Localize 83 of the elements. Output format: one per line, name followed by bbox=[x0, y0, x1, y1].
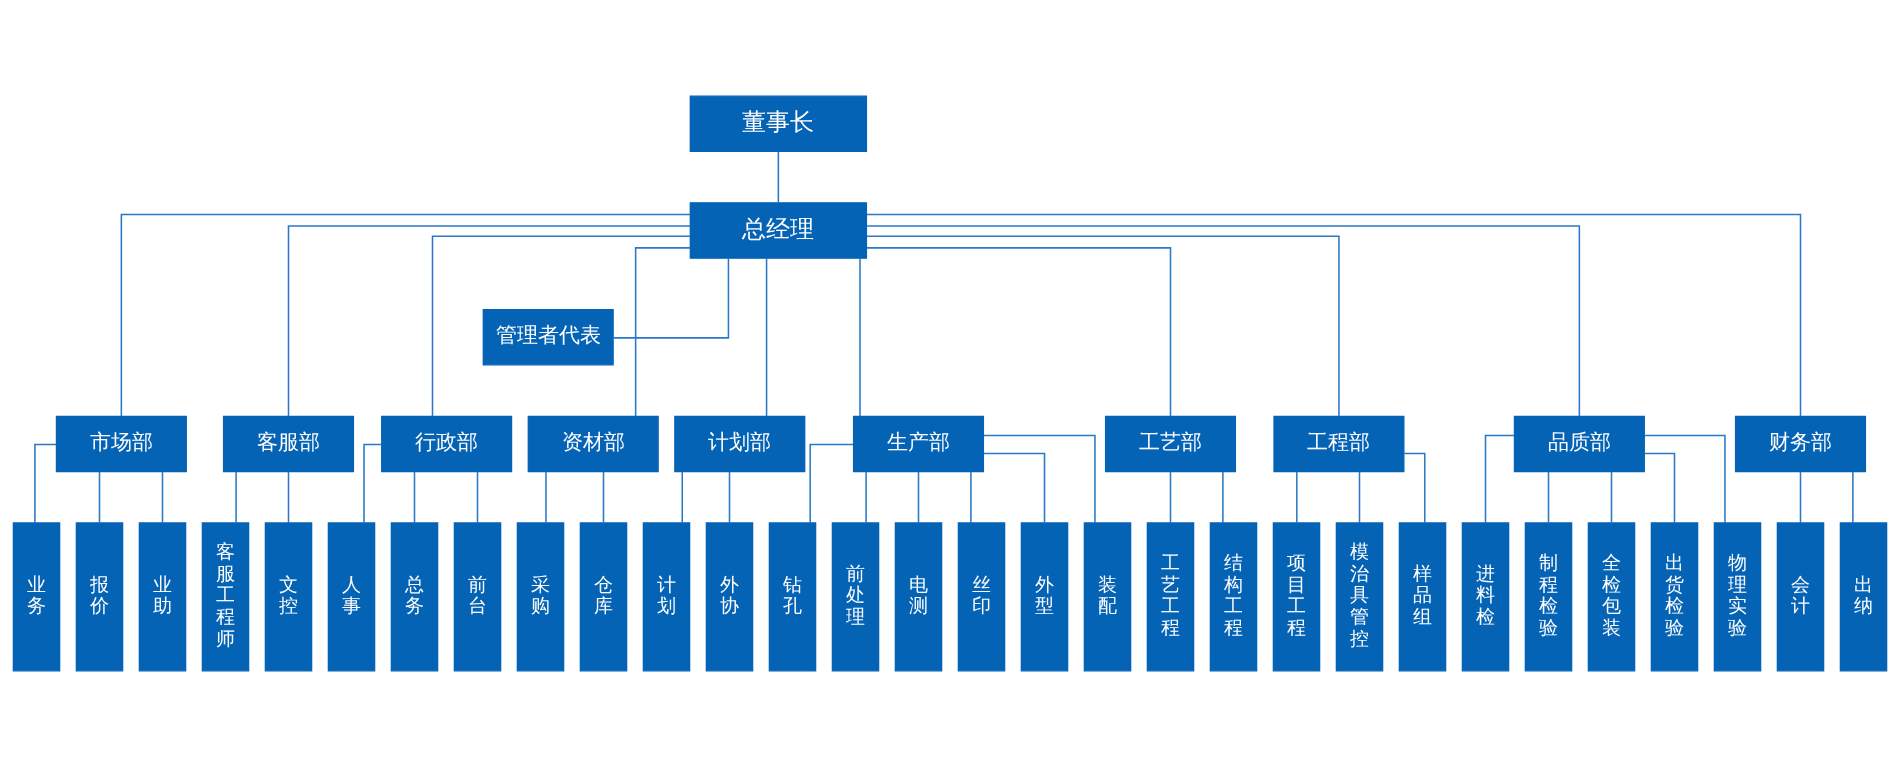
connector bbox=[120, 213, 691, 417]
node-box: 客服工程师 bbox=[201, 521, 250, 671]
node-box: 资材部 bbox=[527, 415, 659, 472]
node-box: 结构工程 bbox=[1209, 521, 1258, 671]
node-box: 计划 bbox=[642, 521, 691, 671]
connector bbox=[98, 470, 101, 524]
node-box: 钻孔 bbox=[768, 521, 817, 671]
node-box: 财务部 bbox=[1734, 415, 1867, 472]
connector bbox=[859, 257, 861, 417]
connector bbox=[287, 224, 691, 417]
node-box: 前台 bbox=[453, 521, 502, 671]
connector bbox=[476, 470, 479, 524]
connector bbox=[970, 470, 972, 524]
connector bbox=[777, 150, 780, 203]
node-box: 业务 bbox=[12, 521, 61, 671]
connector bbox=[161, 470, 164, 524]
connector bbox=[1484, 434, 1515, 524]
connector bbox=[1643, 452, 1676, 523]
connector bbox=[235, 470, 237, 524]
node-box: 报价 bbox=[75, 521, 124, 671]
node-box: 品质部 bbox=[1513, 415, 1645, 472]
node-box: 总经理 bbox=[689, 201, 868, 259]
connector bbox=[865, 235, 1340, 417]
connector bbox=[287, 470, 290, 524]
connector bbox=[917, 470, 920, 524]
connector bbox=[634, 246, 691, 417]
connector bbox=[363, 443, 383, 524]
node-box: 丝印 bbox=[957, 521, 1006, 671]
connector bbox=[681, 470, 683, 524]
node-box: 物理实验 bbox=[1713, 521, 1762, 671]
connector bbox=[982, 434, 1096, 524]
connector bbox=[612, 256, 730, 339]
connector bbox=[1852, 470, 1854, 524]
connector bbox=[1296, 470, 1298, 524]
node-box: 模治具管控 bbox=[1335, 521, 1384, 671]
node-box: 出纳 bbox=[1839, 521, 1888, 671]
connector bbox=[866, 224, 1581, 417]
connector bbox=[728, 470, 731, 524]
node-box: 客服部 bbox=[222, 415, 355, 472]
node-box: 外协 bbox=[705, 521, 754, 671]
node-box: 工艺工程 bbox=[1146, 521, 1195, 671]
node-box: 电测 bbox=[894, 521, 943, 671]
node-box: 出货检验 bbox=[1650, 521, 1699, 671]
node-box: 外型 bbox=[1020, 521, 1069, 671]
connector bbox=[1610, 470, 1613, 524]
connector bbox=[602, 470, 605, 524]
connector bbox=[1799, 470, 1802, 524]
connector bbox=[1358, 470, 1361, 524]
connector bbox=[866, 213, 1802, 417]
node-box: 业助 bbox=[138, 521, 187, 671]
node-box: 前处理 bbox=[831, 521, 880, 671]
node-box: 装配 bbox=[1083, 521, 1132, 671]
connector bbox=[865, 470, 867, 524]
node-box: 董事长 bbox=[689, 95, 868, 152]
node-box: 管理者代表 bbox=[482, 308, 614, 365]
connector bbox=[1643, 434, 1726, 524]
node-box: 样品组 bbox=[1398, 521, 1447, 671]
connector bbox=[765, 257, 768, 417]
connector bbox=[982, 452, 1046, 523]
node-box: 工艺部 bbox=[1104, 415, 1237, 472]
node-box: 仓库 bbox=[579, 521, 628, 671]
node-box: 全检包装 bbox=[1587, 521, 1636, 671]
node-box: 市场部 bbox=[55, 415, 187, 472]
connector bbox=[545, 470, 547, 524]
connector bbox=[1222, 470, 1224, 524]
node-box: 制程检验 bbox=[1524, 521, 1573, 671]
node-box: 会计 bbox=[1776, 521, 1825, 671]
node-box: 行政部 bbox=[381, 415, 513, 472]
node-box: 进料检 bbox=[1461, 521, 1510, 671]
connector bbox=[1169, 470, 1172, 524]
connector bbox=[1547, 470, 1550, 524]
node-box: 计划部 bbox=[674, 415, 806, 472]
node-box: 人事 bbox=[327, 521, 376, 671]
connector bbox=[866, 246, 1172, 417]
node-box: 工程部 bbox=[1273, 415, 1405, 472]
node-box: 项目工程 bbox=[1272, 521, 1321, 671]
node-box: 采购 bbox=[516, 521, 565, 671]
connector bbox=[431, 235, 691, 417]
node-box: 文控 bbox=[264, 521, 313, 671]
connector bbox=[809, 443, 854, 524]
connector bbox=[413, 470, 416, 524]
node-box: 生产部 bbox=[852, 415, 985, 472]
node-box: 总务 bbox=[390, 521, 439, 671]
